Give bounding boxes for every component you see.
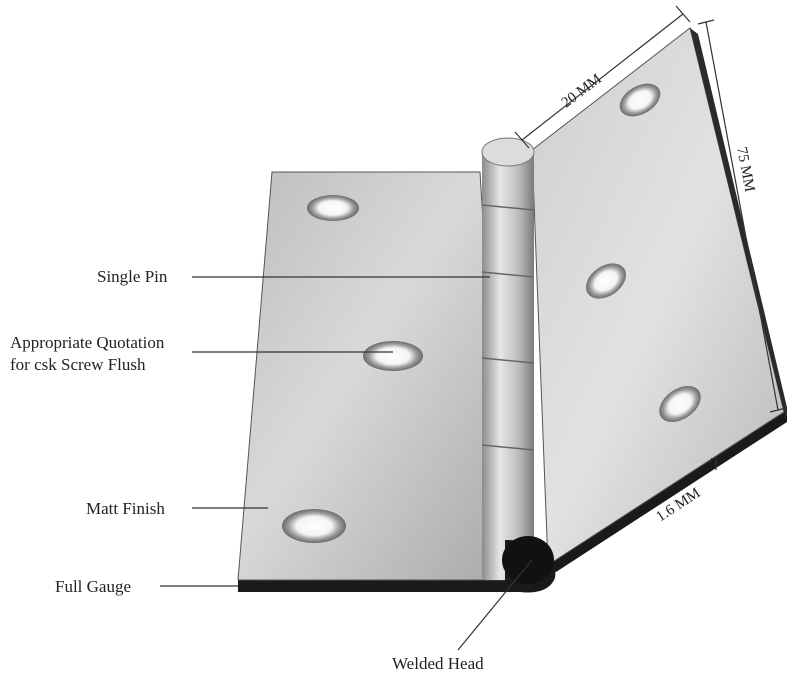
thickness-dimension-tick: [709, 457, 713, 463]
screw-hole: [659, 385, 701, 423]
full-gauge-label: Full Gauge: [55, 577, 132, 596]
hinge-knuckle: [481, 137, 556, 593]
screw-hole: [586, 263, 626, 299]
height-dimension-line: [705, 21, 779, 411]
screw-hole: [363, 341, 423, 371]
left-leaf: [237, 171, 535, 592]
screw-hole: [619, 83, 661, 117]
screw-hole: [307, 195, 359, 221]
quotation-label-line2: for csk Screw Flush: [10, 355, 146, 374]
welded-head-label: Welded Head: [392, 654, 484, 673]
callout-lines: [160, 276, 533, 651]
screw-hole: [282, 509, 346, 543]
matt-finish-label: Matt Finish: [86, 499, 165, 518]
welded-head-leader: [457, 559, 533, 651]
dimension-lines: [514, 5, 787, 470]
quotation-label-line1: Appropriate Quotation: [10, 333, 165, 352]
single-pin-label: Single Pin: [97, 267, 168, 286]
right-leaf: [531, 27, 787, 572]
width-dimension-line: [521, 13, 684, 141]
